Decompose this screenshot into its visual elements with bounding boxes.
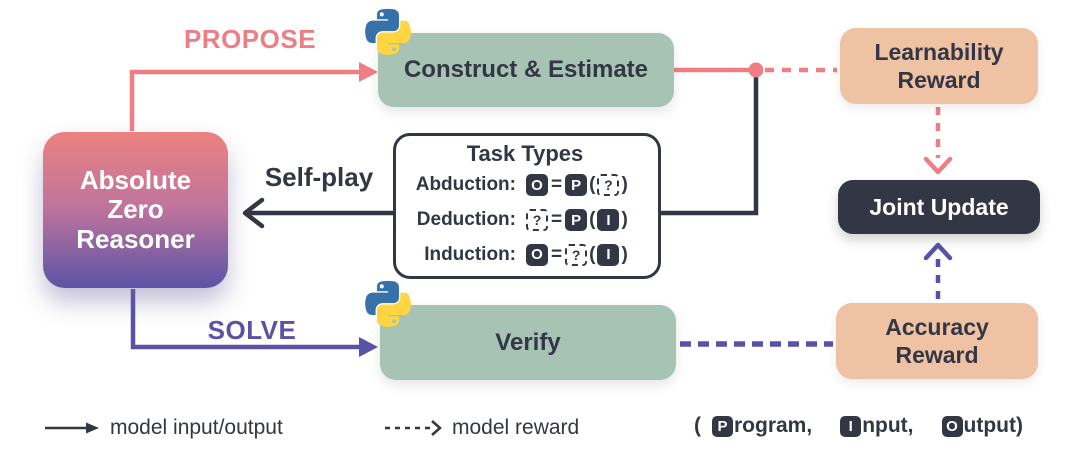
construct-to-learnability-line (674, 62, 837, 78)
abduction-equation: O = P ( ? ) (526, 174, 652, 197)
unknown-badge: ? (526, 209, 548, 231)
solve-label: SOLVE (207, 315, 297, 345)
legend-model-reward-label: model reward (452, 416, 580, 439)
learnability-label-line1: Learnability (874, 38, 1004, 65)
construct-estimate-box: Construct & Estimate (378, 33, 674, 107)
learnability-label-line2: Reward (897, 67, 981, 93)
output-badge: O (526, 243, 548, 266)
task-types-panel: Task Types Abduction: O = P ( ? ) Deduct… (393, 133, 661, 279)
construct-estimate-label: Construct & Estimate (403, 56, 649, 83)
absolute-zero-reasoner-box: Absolute Zero Reasoner (43, 132, 228, 288)
legend-solid-arrow (45, 422, 99, 434)
python-icon (365, 8, 411, 56)
verify-label: Verify (495, 328, 561, 356)
reasoner-label-line1: Absolute (79, 164, 192, 195)
legend-dashed-arrow (385, 420, 442, 436)
propose-label: PROPOSE (183, 24, 317, 54)
self-play-arrow (242, 197, 393, 229)
self-play-label: Self-play (264, 162, 374, 192)
learnability-to-joint-arrow (923, 107, 953, 175)
induction-equation: O = ? ( I ) (526, 243, 652, 266)
notation-output: O utput) (941, 414, 1023, 438)
input-badge: I (840, 415, 862, 437)
reasoner-label-line3: Reasoner (76, 223, 195, 254)
construct-to-tasktypes-connector (661, 70, 759, 216)
task-type-row-abduction: Abduction: O = P ( ? ) (398, 168, 652, 203)
notation-program: P rogram, (711, 414, 812, 438)
legend-model-io-label: model input/output (110, 416, 283, 439)
notation-input: I nput, (839, 414, 914, 438)
abduction-label: Abduction: (415, 174, 516, 196)
python-icon (365, 280, 411, 328)
deduction-equation: ? = P ( I ) (526, 209, 652, 231)
task-type-row-induction: Induction: O = ? ( I ) (398, 237, 652, 272)
output-badge: O (526, 174, 548, 197)
accuracy-label-line1: Accuracy (885, 313, 989, 340)
solve-arrow (130, 289, 378, 357)
accuracy-to-joint-arrow (923, 242, 953, 299)
learnability-reward-box: Learnability Reward (840, 28, 1038, 104)
verify-box: Verify (380, 305, 676, 380)
propose-arrow (129, 62, 378, 131)
deduction-label: Deduction: (416, 209, 516, 230)
unknown-badge: ? (597, 174, 620, 197)
induction-label: Induction: (424, 243, 516, 265)
output-badge: O (941, 415, 963, 437)
notation-open-paren: ( (694, 414, 701, 437)
program-badge: P (565, 174, 588, 197)
program-badge: P (712, 415, 733, 437)
unknown-badge: ? (565, 243, 588, 266)
joint-update-box: Joint Update (838, 180, 1040, 234)
task-type-row-deduction: Deduction: ? = P ( I ) (398, 203, 652, 238)
reasoner-label-line2: Zero (107, 194, 164, 225)
task-types-title: Task Types (466, 141, 584, 166)
program-badge: P (565, 209, 588, 231)
accuracy-label-line2: Reward (895, 342, 979, 368)
joint-update-label: Joint Update (869, 193, 1009, 220)
input-badge: I (597, 209, 620, 231)
legend-notation: ( P rogram, I nput, O utput) (694, 414, 1023, 438)
accuracy-reward-box: Accuracy Reward (836, 303, 1038, 379)
input-badge: I (597, 243, 620, 266)
junction-dot (748, 62, 764, 78)
